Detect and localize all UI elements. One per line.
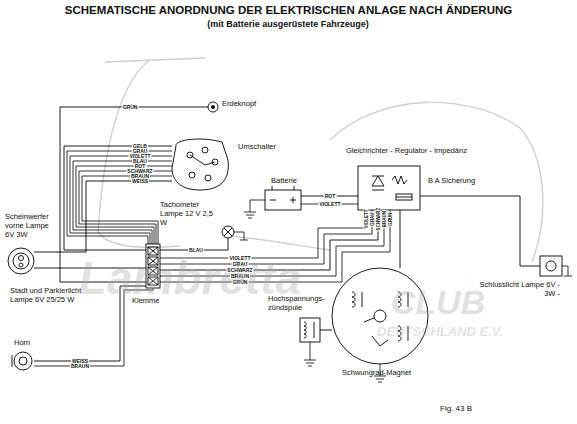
wire [64, 146, 172, 250]
component: Tachometer Lampe 12 V 2,5 W [222, 226, 234, 238]
figure-caption: Fig. 43 B [440, 404, 472, 413]
wire-color-label: BRAUN [382, 210, 387, 228]
diagram-title: SCHEMATISCHE ANORDNUNG DER ELEKTRISCHEN … [0, 4, 577, 17]
watermark: Lambretta [79, 253, 301, 304]
wire-color-label: SCHWARZ [226, 268, 253, 273]
wire [34, 181, 172, 252]
component: Horn [12, 352, 34, 370]
component-label: Batterie [271, 176, 321, 185]
component: Gleichrichter - Regulator - ImpedänzB A … [358, 166, 420, 210]
component-label: Umschalter [238, 142, 298, 151]
wire-color-label: WEISS [71, 359, 89, 364]
wire-color-label: GRÜN [122, 105, 139, 110]
wire-color-label: VIOLETT [318, 202, 341, 207]
component: Schlusslicht Lampe 6V - 3W - [540, 256, 562, 276]
component: Hochspannungs- zündspule [300, 318, 320, 342]
component: Umschalter [172, 140, 228, 190]
component-label: Gleichrichter - Regulator - Impedänz [346, 146, 496, 155]
wire-color-label: BLAU [188, 248, 204, 253]
component-label: Schlusslicht Lampe 6V - 3W - [476, 280, 560, 298]
component: Erdeknopf [208, 102, 218, 112]
component-label: B A Sicherung [428, 176, 498, 185]
wire [400, 210, 401, 268]
component-label: Schwungrad-Magnet [342, 368, 432, 377]
watermark: DEUTSCHLAND E.V. [377, 325, 503, 339]
wire-color-label: BRAUN [70, 364, 90, 369]
component-symbols [8, 102, 562, 370]
component: Scheinwerfer vorne Lampe 6V 3WStadt und … [8, 248, 34, 274]
watermark: CLUB [391, 284, 485, 321]
component-label: Erdeknopf [222, 99, 282, 108]
wire-color-label: ROT [324, 194, 337, 199]
wire [420, 196, 540, 266]
wire-color-label: WEISS [131, 179, 149, 184]
wire-color-label: VIOLETT [364, 209, 369, 230]
component-label: Tachometer Lampe 12 V 2,5 W [160, 200, 218, 227]
component-label: Scheinwerfer vorne Lampe 6V 3W [5, 212, 55, 239]
component-label: Horn [14, 338, 54, 347]
wire-color-label: GELB [132, 144, 148, 149]
wire-color-label: GRAU [370, 211, 375, 226]
wires [34, 151, 572, 382]
subtitle: (mit Batterie ausgerüstete Fahrzeuge) [207, 19, 369, 30]
wire-color-label: GRÜN [388, 211, 393, 226]
scooter-outline [98, 58, 543, 262]
component: Batterie [265, 190, 301, 210]
wire [320, 330, 332, 331]
wire-color-label: SCHWARZ [376, 207, 381, 232]
